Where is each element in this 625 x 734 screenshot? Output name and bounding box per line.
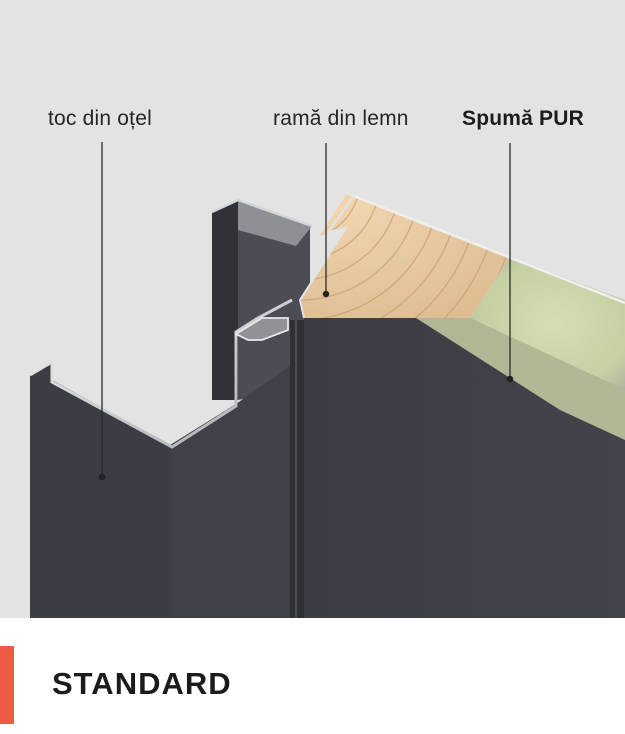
pur-foam-front [416,318,625,440]
steel-frame-edge [29,298,293,449]
frame-divider [290,320,304,618]
product-variant-title: STANDARD [52,666,232,701]
product-footer: STANDARD [0,618,625,734]
steel-frame-label: toc din oțel [48,107,152,130]
inner-steel-wall [212,200,238,400]
steel-frame-front [30,362,170,618]
wood-frame-label: ramă din lemn [273,107,409,130]
door-cross-section-illustration: toc din oțel ramă din lemn Spumă PUR [0,0,625,618]
foam-leader-dot [506,375,514,383]
door-leaf-top-edge [345,191,625,305]
steel-clip-detail [234,317,289,341]
wood-steel-cap [298,191,356,319]
wood-frame-section [300,193,510,318]
inner-steel-edge [211,198,313,228]
steel-frame-leader-dot [98,473,106,481]
steel-frame-top [238,200,312,246]
accent-bar [0,646,14,724]
steel-frame-side [170,366,290,618]
door-profile-drawing [29,142,625,618]
pur-foam-label: Spumă PUR [462,107,584,130]
pur-foam-section [470,257,625,390]
wood-frame-leader-dot [322,290,330,298]
